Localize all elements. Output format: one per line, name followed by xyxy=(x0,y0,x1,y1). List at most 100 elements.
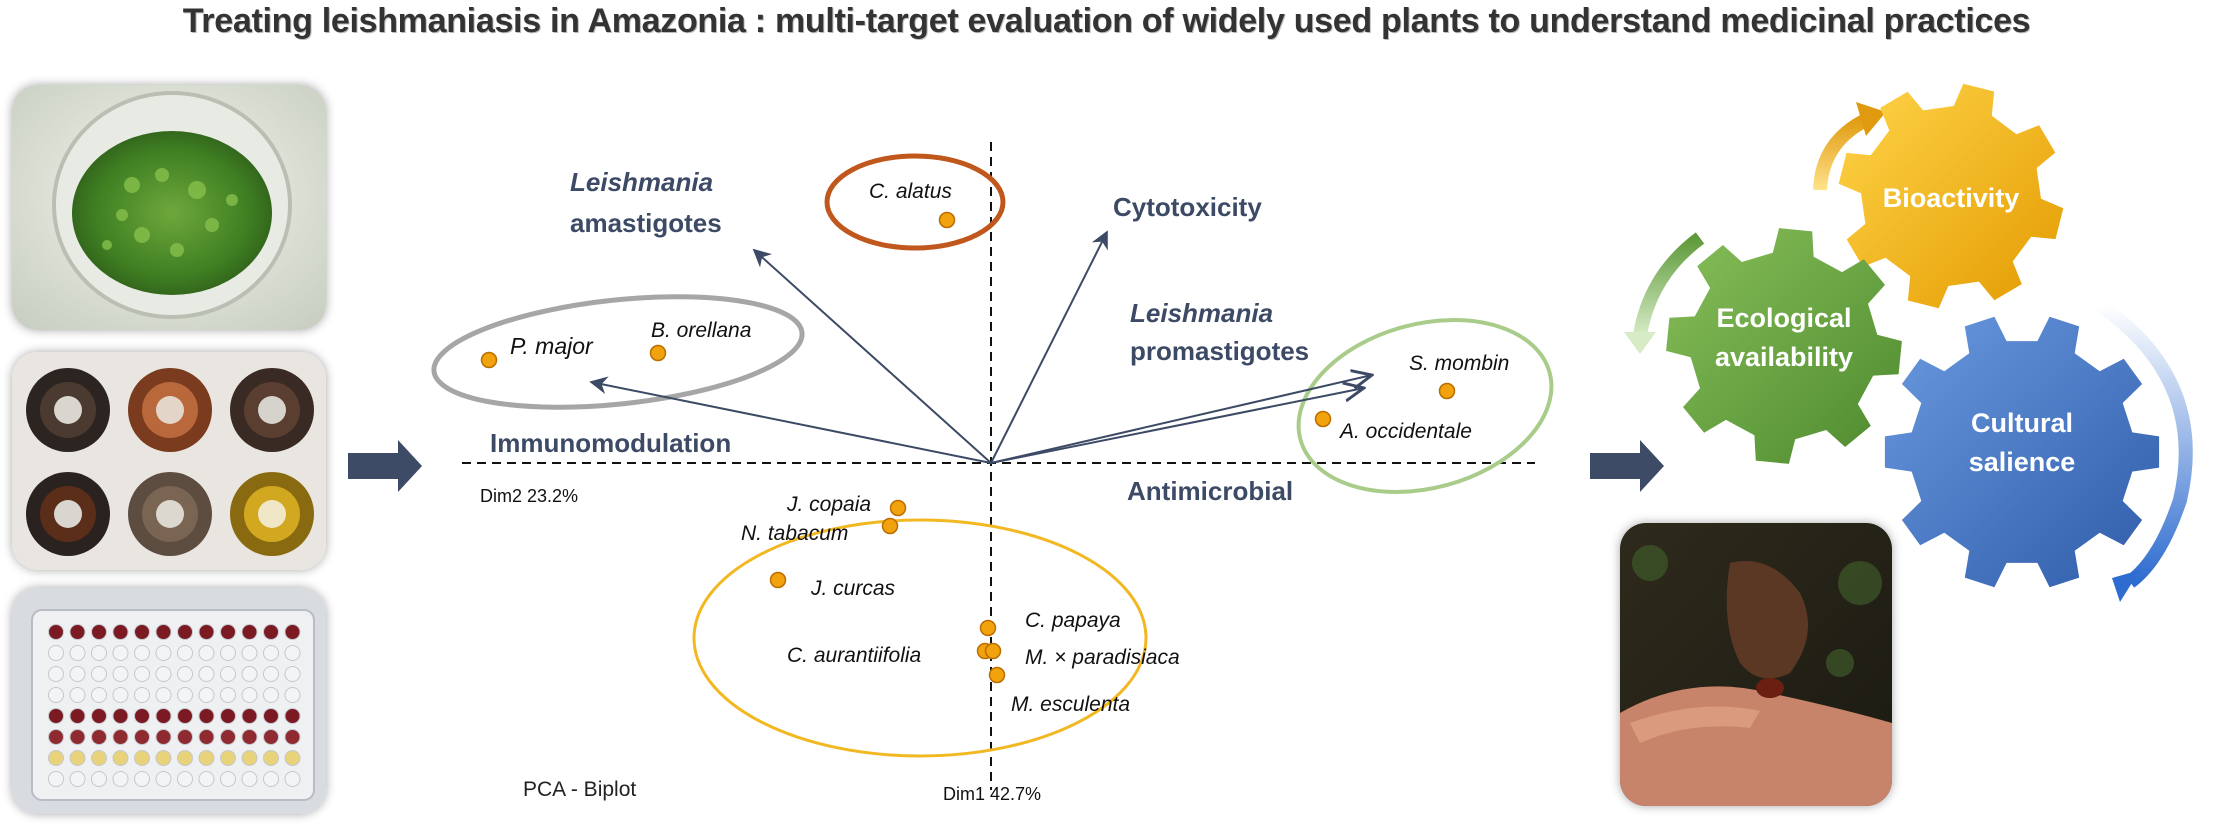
microplate-well xyxy=(91,624,107,640)
microplate-well xyxy=(220,708,236,724)
microplate-well xyxy=(69,624,86,640)
gear-label-availability: availability xyxy=(1715,342,1853,372)
microplate-well xyxy=(91,771,107,787)
microplate-well xyxy=(91,687,107,703)
microplate-well xyxy=(284,771,301,787)
microplate-well xyxy=(134,708,150,724)
microplate-well xyxy=(198,708,215,724)
plant-material-photo xyxy=(12,85,326,330)
microplate-well xyxy=(220,729,236,745)
microplate-well xyxy=(155,645,172,661)
microplate-well xyxy=(155,624,172,640)
microplate-well xyxy=(134,687,150,703)
point-j-copaia xyxy=(889,499,907,517)
point-c-alatus xyxy=(938,211,956,229)
point-m-esculenta xyxy=(988,666,1006,684)
microplate-well xyxy=(134,750,150,766)
microplate-well xyxy=(69,687,86,703)
microplate-well xyxy=(69,771,86,787)
point-n-tabacum xyxy=(881,517,899,535)
microplate-well xyxy=(134,645,150,661)
species-label-p-major: P. major xyxy=(510,333,594,359)
vector-label-antimicrobial: Antimicrobial xyxy=(1127,476,1293,506)
biplot-caption: PCA - Biplot xyxy=(523,778,636,801)
vector-antimicrobial xyxy=(990,388,1364,464)
microplate-well xyxy=(91,666,107,682)
microplate-well xyxy=(284,750,301,766)
microplate-well xyxy=(284,708,301,724)
vector-label-promastigotes-genus: Leishmania xyxy=(1130,298,1273,328)
microplate-well xyxy=(69,666,86,682)
cycle-arrow-orange xyxy=(1813,102,1886,191)
microplate-well xyxy=(48,771,64,787)
species-label-c-alatus: C. alatus xyxy=(869,180,952,203)
vector-label-cytotoxicity: Cytotoxicity xyxy=(1113,192,1262,222)
species-label-m-esculenta: M. esculenta xyxy=(1011,693,1130,716)
gear-label-salience: salience xyxy=(1969,447,2076,477)
cycle-arrow-green xyxy=(1624,232,1705,354)
microplate-well xyxy=(241,645,258,661)
microplate-well xyxy=(48,750,64,766)
microplate-well xyxy=(220,624,236,640)
microplate-well xyxy=(112,750,129,766)
microplate-well xyxy=(112,645,129,661)
vector-label-immunomodulation: Immunomodulation xyxy=(490,428,731,458)
vector-immunomodulation xyxy=(589,376,992,464)
microplate-well xyxy=(284,729,301,745)
microplate-well xyxy=(91,729,107,745)
vector-promastigotes xyxy=(990,375,1372,464)
species-label-c-papaya: C. papaya xyxy=(1025,609,1121,632)
microplate-well xyxy=(241,729,258,745)
microplate-well xyxy=(220,645,236,661)
species-label-a-occidentale: A. occidentale xyxy=(1338,420,1472,443)
flow-arrow-right xyxy=(1590,440,1664,492)
microplate-well xyxy=(112,729,129,745)
point-p-major xyxy=(480,351,498,369)
microplate-well xyxy=(155,666,172,682)
point-b-orellana xyxy=(649,344,667,362)
species-label-s-mombin: S. mombin xyxy=(1409,352,1509,375)
microplate-well xyxy=(177,645,193,661)
species-label-b-orellana: B. orellana xyxy=(651,319,751,342)
species-label-m-paradisiaca: M. × paradisiaca xyxy=(1025,646,1180,669)
point-s-mombin xyxy=(1438,382,1456,400)
microplate-well xyxy=(241,750,258,766)
axis-label-dim2: Dim2 23.2% xyxy=(480,486,578,506)
microplate-well xyxy=(263,750,279,766)
microplate-well xyxy=(155,729,172,745)
species-label-c-aurantiifolia: C. aurantiifolia xyxy=(787,644,921,667)
microplate-well xyxy=(134,729,150,745)
extract-vials-photo xyxy=(12,352,326,570)
microplate-well xyxy=(284,624,301,640)
microplate-well xyxy=(69,750,86,766)
vector-label-amastigotes: amastigotes xyxy=(570,208,722,238)
microplate-well xyxy=(263,729,279,745)
microplate-well xyxy=(263,666,279,682)
microplate-well xyxy=(112,771,129,787)
microplate-well xyxy=(220,666,236,682)
microplate-photo xyxy=(12,588,326,814)
gear-label-bioactivity: Bioactivity xyxy=(1883,183,2020,213)
cycle-arrow-blue xyxy=(2096,299,2193,602)
microplate-well xyxy=(198,771,215,787)
microplate-well xyxy=(198,687,215,703)
microplate-well xyxy=(241,624,258,640)
species-label-j-copaia: J. copaia xyxy=(786,493,871,516)
vector-amastigotes xyxy=(752,248,992,464)
microplate-well xyxy=(177,771,193,787)
microplate-well xyxy=(69,708,86,724)
microplate-well xyxy=(177,687,193,703)
microplate-well xyxy=(112,708,129,724)
microplate-well xyxy=(284,687,301,703)
microplate-well xyxy=(220,750,236,766)
point-c-papaya xyxy=(979,619,997,637)
microplate-well xyxy=(69,645,86,661)
microplate-well xyxy=(220,687,236,703)
microplate-well xyxy=(263,708,279,724)
gear-label-ecological: Ecological xyxy=(1716,303,1851,333)
microplate-well xyxy=(155,687,172,703)
microplate-well xyxy=(220,771,236,787)
group-ellipse-immunomodulation xyxy=(431,294,805,410)
microplate-well xyxy=(198,729,215,745)
microplate-well xyxy=(241,687,258,703)
